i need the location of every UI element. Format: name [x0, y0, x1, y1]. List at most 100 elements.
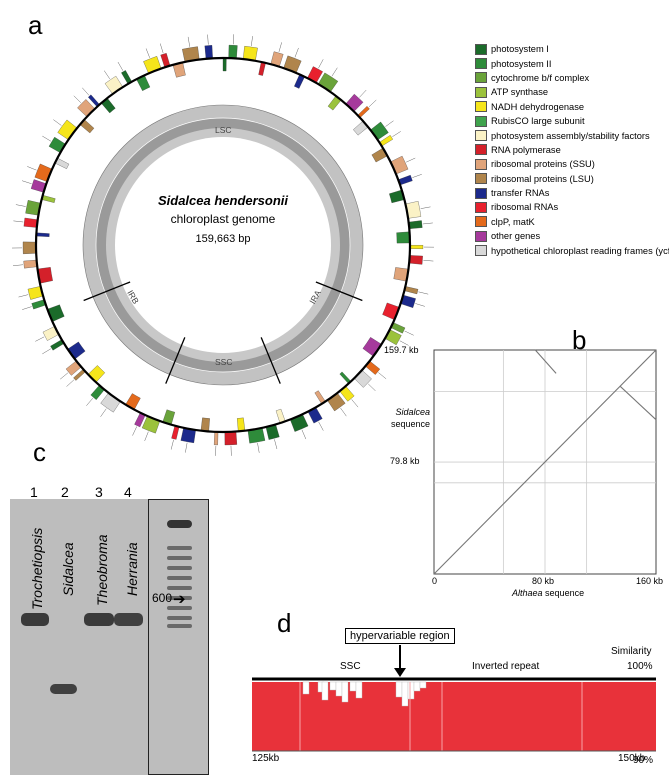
gene-block: [229, 45, 238, 58]
lane-name-2: Sidalcea: [60, 542, 76, 596]
genome-center: [115, 137, 331, 353]
ladder-band: [167, 576, 192, 580]
genome-species: Sidalcea hendersonii: [115, 193, 331, 208]
arrow-right-icon: ➔: [173, 590, 186, 608]
gene-leader: [341, 408, 347, 416]
gene-leader: [412, 174, 421, 177]
legend-label: transfer RNAs: [491, 188, 549, 198]
gene-leader: [42, 136, 51, 141]
gene-leader: [378, 373, 386, 379]
legend-swatch: [475, 72, 487, 83]
gene-block: [410, 245, 423, 249]
gene-leader: [35, 337, 44, 342]
gene-block: [49, 137, 66, 153]
gene-leader: [185, 443, 187, 453]
dotplot-x-mid: 80 kb: [532, 576, 554, 586]
legend-item: clpP, matK: [475, 215, 669, 229]
gene-leader: [302, 430, 306, 439]
legend-label: hypothetical chloroplast reading frames …: [491, 246, 669, 256]
gene-leader: [53, 120, 61, 126]
gene-block: [397, 232, 410, 243]
hypervariable-callout: hypervariable region: [345, 628, 455, 644]
gene-block: [205, 45, 213, 58]
lane-number-2: 2: [61, 484, 69, 500]
legend-label: photosystem assembly/stability factors: [491, 131, 650, 141]
gene-leader: [251, 36, 252, 46]
gene-leader: [22, 307, 32, 310]
gene-leader: [171, 440, 173, 450]
legend-label: photosystem II: [491, 59, 551, 69]
dotplot-x-0: 0: [432, 576, 437, 586]
gene-leader: [423, 260, 433, 261]
gene-block: [214, 432, 218, 445]
legend-label: ribosomal proteins (LSU): [491, 174, 594, 184]
gene-leader: [258, 443, 260, 453]
gene-leader: [104, 71, 110, 79]
legend-label: RubisCO large subunit: [491, 116, 585, 126]
legend-label: RNA polymerase: [491, 145, 561, 155]
legend-label: NADH dehydrogenase: [491, 102, 584, 112]
legend-label: photosystem I: [491, 44, 549, 54]
legend-swatch: [475, 58, 487, 69]
dotplot-x-title-2: sequence: [545, 588, 584, 598]
gel-band-lane2: [50, 684, 77, 694]
gel-band-lane3: [84, 613, 114, 626]
gene-leader: [13, 221, 23, 222]
genome-subtitle: chloroplast genome: [115, 212, 331, 226]
dotplot-y-top: 159.7 kb: [384, 345, 419, 355]
similarity-top: 100%: [627, 661, 653, 672]
legend-swatch: [475, 231, 487, 242]
similarity-ssc-label: SSC: [340, 661, 361, 672]
legend-item: RNA polymerase: [475, 143, 669, 157]
dotplot-x-title-1: Althaea: [512, 588, 543, 598]
gene-block: [36, 233, 49, 237]
gene-block: [23, 242, 36, 254]
gene-leader: [233, 34, 234, 44]
gene-leader: [319, 422, 324, 431]
gel-band-lane4: [114, 613, 143, 626]
legend-item: hypothetical chloroplast reading frames …: [475, 243, 669, 257]
gene-leader: [295, 48, 299, 57]
similarity-x-start: 125kb: [252, 753, 279, 764]
legend-swatch: [475, 202, 487, 213]
gene-leader: [385, 121, 393, 127]
gene-leader: [415, 303, 425, 306]
gene-leader: [67, 380, 74, 387]
gene-leader: [318, 59, 323, 68]
legend-label: cytochrome b/f complex: [491, 73, 589, 83]
legend-swatch: [475, 216, 487, 227]
legend-swatch: [475, 245, 487, 256]
gene-leader: [352, 399, 358, 407]
gene-leader: [22, 181, 32, 184]
legend-swatch: [475, 144, 487, 155]
gene-leader: [418, 292, 428, 294]
gene-block: [42, 195, 56, 203]
gene-leader: [406, 158, 415, 162]
gene-block: [105, 76, 123, 94]
dotplot-y-title-2: sequence: [384, 419, 430, 429]
legend-label: other genes: [491, 231, 540, 241]
gene-block: [223, 58, 226, 71]
gene-leader: [369, 100, 376, 107]
gene-leader: [86, 398, 92, 406]
region-label-ssc: SSC: [215, 357, 232, 367]
similarity-title: Similarity: [611, 646, 652, 657]
gene-leader: [160, 44, 163, 54]
gene-block: [346, 94, 363, 111]
lane-number-3: 3: [95, 484, 103, 500]
gene-leader: [208, 35, 209, 45]
legend-item: transfer RNAs: [475, 186, 669, 200]
legend-item: photosystem assembly/stability factors: [475, 128, 669, 142]
gene-leader: [279, 42, 282, 52]
region-label-lsc: LSC: [215, 125, 232, 135]
gene-leader: [16, 205, 26, 207]
gene-leader: [274, 439, 277, 449]
legend-item: other genes: [475, 229, 669, 243]
lane-name-1: Trochetiopsis: [29, 528, 45, 610]
gene-block: [370, 122, 388, 140]
gene-legend: photosystem I photosystem II cytochrome b/…: [475, 42, 669, 258]
legend-item: ribosomal proteins (LSU): [475, 172, 669, 186]
legend-swatch: [475, 101, 487, 112]
similarity-ir-label: Inverted repeat: [472, 661, 539, 672]
legend-swatch: [475, 44, 487, 55]
